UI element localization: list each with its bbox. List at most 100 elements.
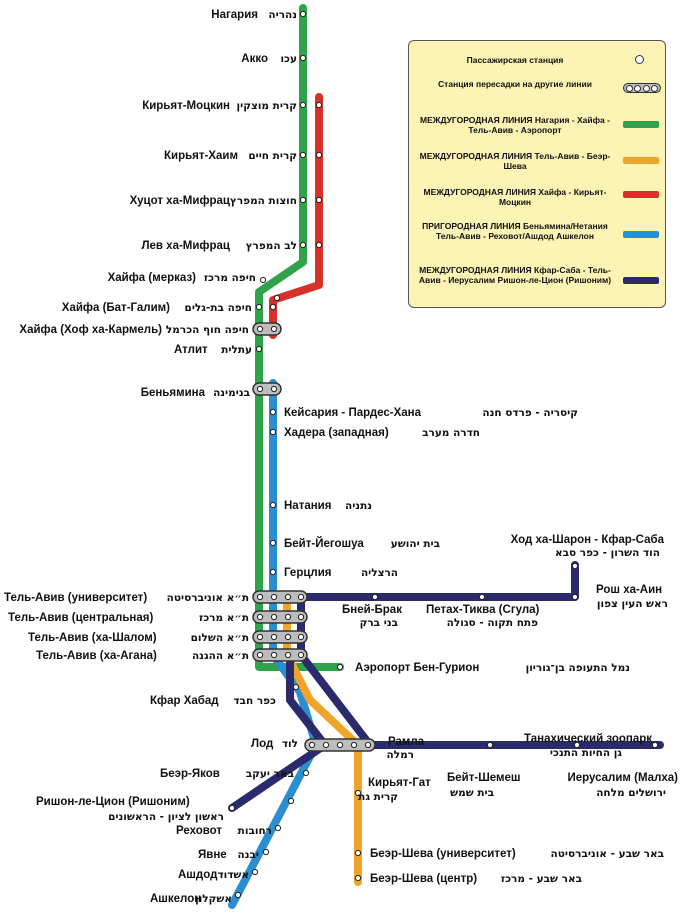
station-dot — [354, 849, 362, 857]
station-dot — [270, 593, 278, 601]
station-dot — [364, 741, 372, 749]
station-dot — [299, 101, 307, 109]
station-dot — [297, 593, 305, 601]
station-label-he: חיפה בת-גלים — [185, 302, 252, 314]
station-dot — [262, 848, 270, 856]
station-label-ru: Аэропорт Бен-Гурион — [355, 662, 479, 674]
transfer-ta-central — [252, 610, 308, 624]
station-label-he: קרית גת — [358, 791, 398, 803]
station-dot — [269, 568, 277, 576]
station-dot — [256, 613, 264, 621]
legend-blue-line: ПРИГОРОДНАЯ ЛИНИЯ Беньямина/Нетания Тель… — [422, 221, 608, 241]
station-label-ru: Акко — [241, 53, 268, 65]
station-dot — [270, 613, 278, 621]
station-label-ru: Беэр-Яков — [160, 768, 220, 780]
station-label-ru: Герцлия — [284, 567, 332, 579]
station-dot — [255, 345, 263, 353]
station-label-ru: Хуцот ха-Мифрац — [130, 195, 230, 207]
station-dot — [571, 593, 579, 601]
station-label-ru: Тель-Авив (университет) — [4, 592, 147, 604]
station-dot — [651, 741, 659, 749]
station-dot — [270, 385, 278, 393]
station-label-ru: Хадера (западная) — [284, 427, 389, 439]
station-label-he: באר שבע - אוניברסיטה — [551, 848, 664, 860]
station-dot — [274, 824, 282, 832]
station-dot — [354, 874, 362, 882]
station-dot — [354, 789, 362, 797]
station-dot — [302, 769, 310, 777]
legend-green-swatch — [623, 121, 659, 128]
station-label-he: רמלה — [387, 749, 415, 761]
station-dot — [478, 593, 486, 601]
station-dot — [287, 797, 295, 805]
station-dot — [322, 741, 330, 749]
station-label-he: לוד — [282, 738, 298, 750]
station-dot — [259, 276, 267, 284]
station-label-he: קיסריה - פרדס חנה — [482, 407, 578, 419]
station-dot — [336, 741, 344, 749]
legend-red-swatch — [623, 191, 659, 198]
red-line — [269, 93, 323, 339]
legend-orange-line: МЕЖДУГОРОДНАЯ ЛИНИЯ Тель-Авив - Беэр-Шев… — [419, 151, 611, 171]
station-dot — [269, 303, 277, 311]
station-label-he: הרצליה — [361, 567, 398, 579]
station-label-he: נמל התעופה בן־גוריון — [526, 662, 630, 674]
station-label-he: קרית מוצקין — [237, 100, 297, 112]
station-label-he: פתח תקוה - סגולה — [447, 617, 538, 629]
station-label-he: לב המפרץ — [246, 240, 297, 252]
station-dot — [350, 741, 358, 749]
station-label-ru: Тель-Авив (ха-Шалом) — [28, 632, 157, 644]
station-label-ru: Лев ха-Мифрац — [141, 240, 230, 252]
station-dot — [251, 868, 259, 876]
station-label-he: נתניה — [345, 500, 372, 512]
station-dot — [284, 613, 292, 621]
station-label-he: באר שבע - מרכז — [501, 873, 582, 885]
station-label-ru: Беэр-Шева (университет) — [370, 848, 516, 860]
station-label-ru: Нагария — [211, 9, 258, 21]
legend-navy-line: МЕЖДУГОРОДНАЯ ЛИНИЯ Кфар-Саба - Тель-Ави… — [418, 265, 612, 285]
station-label-ru: Реховот — [176, 825, 222, 837]
legend-orange-swatch — [623, 157, 659, 164]
station-dot — [284, 593, 292, 601]
station-dot — [315, 101, 323, 109]
legend-navy-swatch — [623, 277, 659, 284]
station-label-he: ת״א השלום — [191, 632, 249, 644]
station-label-ru: Танахический зоопарк — [524, 733, 652, 745]
legend-transfer-station: Станция пересадки на другие линии — [438, 79, 592, 89]
station-dot — [273, 294, 281, 302]
station-dot — [299, 151, 307, 159]
station-label-ru: Иерусалим (Малха) — [567, 772, 678, 784]
station-dot — [284, 633, 292, 641]
transfer-ta-hashalom — [252, 630, 308, 644]
station-dot — [256, 651, 264, 659]
station-label-ru: Бней-Брак — [342, 604, 402, 616]
legend-green-line: МЕЖДУГОРОДНАЯ ЛИНИЯ Нагария - Хайфа - Те… — [420, 115, 610, 135]
station-label-he: ירושלים מלחה — [596, 787, 666, 799]
station-dot — [269, 539, 277, 547]
station-label-he: עכו — [280, 53, 297, 65]
station-dot — [308, 741, 316, 749]
station-dot — [297, 651, 305, 659]
legend-station-dot — [635, 55, 644, 64]
station-dot — [336, 663, 344, 671]
station-dot — [315, 151, 323, 159]
station-dot — [315, 241, 323, 249]
station-label-he: יבנה — [238, 849, 259, 861]
station-dot — [571, 562, 579, 570]
station-dot — [234, 891, 242, 899]
station-dot — [270, 325, 278, 333]
station-dot — [269, 501, 277, 509]
station-label-he: ראש העין צפון — [597, 598, 668, 610]
station-label-ru: Атлит — [174, 344, 208, 356]
station-label-he: באר יעקב — [246, 768, 294, 780]
station-label-he: בני ברק — [360, 617, 398, 629]
station-label-ru: Ашкелон — [150, 893, 201, 905]
station-label-ru: Петах-Тиква (Сгула) — [426, 604, 540, 616]
station-dot — [270, 651, 278, 659]
station-label-he: חיפה חוף הכרמל — [166, 324, 249, 336]
station-dot — [299, 54, 307, 62]
station-dot — [292, 683, 300, 691]
station-label-ru: Беньямина — [141, 387, 206, 399]
station-label-ru: Ход ха-Шарон - Кфар-Саба — [511, 534, 665, 546]
station-dot — [297, 633, 305, 641]
